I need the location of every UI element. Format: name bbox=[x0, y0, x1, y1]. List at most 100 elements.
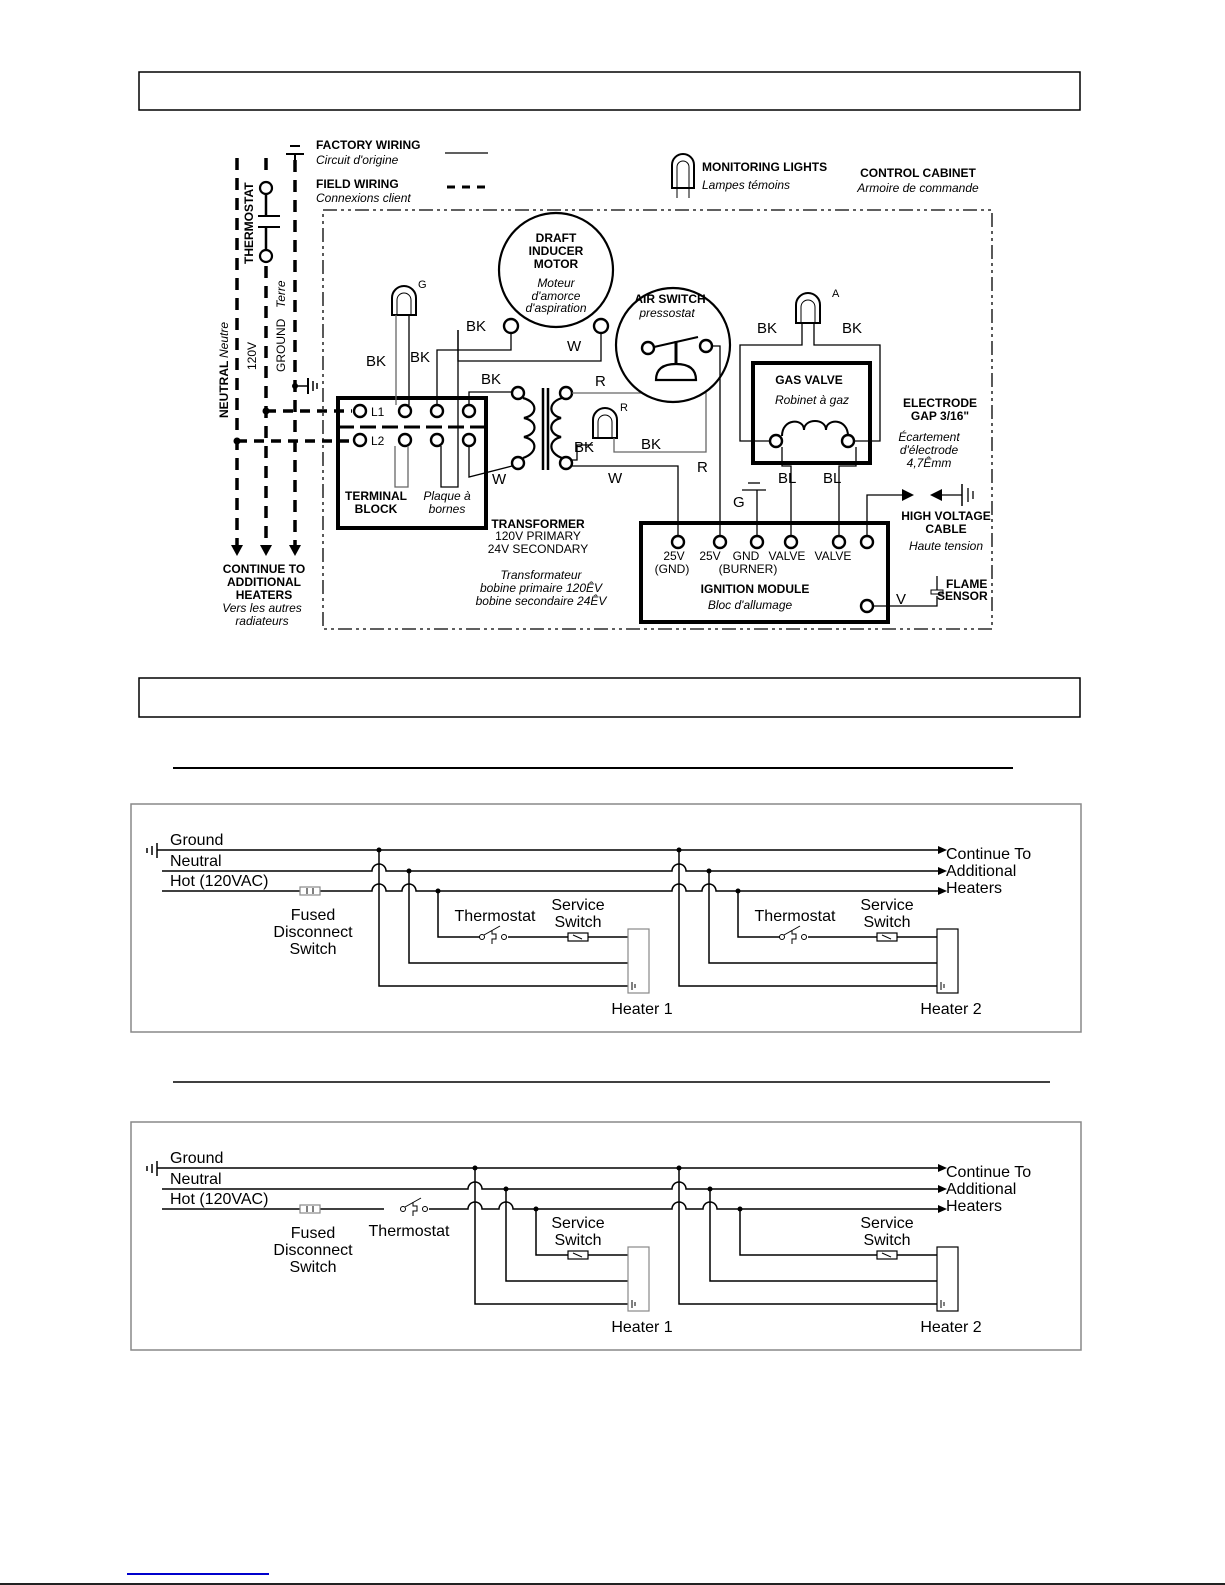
wire-label-bk: BK bbox=[366, 353, 386, 370]
heater-label: Heater 1 bbox=[611, 1319, 672, 1336]
terminal-block-label-fr-2: bornes bbox=[429, 502, 466, 516]
wire-label-r: R bbox=[595, 373, 606, 390]
neutral-branch bbox=[708, 871, 937, 964]
motor-label-fr-2: d'amorce bbox=[532, 289, 581, 303]
ground-branch bbox=[378, 850, 628, 987]
footer-link[interactable] bbox=[127, 1573, 269, 1575]
ignition-terminal-valve bbox=[783, 534, 799, 550]
terminal bbox=[397, 432, 413, 448]
flame-sensor-icon bbox=[930, 576, 944, 595]
hv-cable-label-1: HIGH VOLTAGE bbox=[901, 509, 991, 523]
transformer-terminal bbox=[558, 455, 574, 471]
motor-label-fr-3: d'aspiration bbox=[526, 301, 587, 315]
thermostat-label: Thermostat bbox=[755, 908, 836, 925]
ground-branch bbox=[474, 1168, 628, 1305]
bus-line bbox=[162, 863, 938, 872]
continue-label-fr-2: radiateurs bbox=[235, 614, 288, 628]
service-switch-icon bbox=[572, 934, 583, 940]
arrow-icon bbox=[938, 867, 947, 875]
terminal bbox=[461, 432, 477, 448]
ground-symbol-icon bbox=[286, 145, 304, 160]
service-switch-label: Service bbox=[551, 1215, 604, 1232]
motor-label-2: INDUCER bbox=[529, 244, 584, 258]
flame-sensor-label-1: FLAME bbox=[946, 577, 987, 591]
ground-branch bbox=[678, 850, 937, 987]
wire bbox=[712, 345, 721, 536]
transformer-label-2: 120V PRIMARY bbox=[495, 529, 581, 543]
gas-valve-label: GAS VALVE bbox=[775, 373, 843, 387]
light-r-label: R bbox=[620, 402, 628, 414]
arrow-icon bbox=[938, 846, 947, 854]
continue-label: Continue To bbox=[946, 1164, 1031, 1181]
continue-label-3: HEATERS bbox=[236, 588, 292, 602]
header-box-2 bbox=[138, 677, 1081, 718]
fuse-icon bbox=[299, 1204, 321, 1214]
solenoid-coil-icon bbox=[781, 420, 849, 437]
bus-line bbox=[162, 883, 938, 892]
electrode-gap-label: GAP 3/16" bbox=[911, 409, 969, 423]
control-cabinet-label: CONTROL CABINET bbox=[860, 166, 976, 180]
continue-label: Heaters bbox=[946, 880, 1002, 897]
wire bbox=[613, 350, 707, 453]
continue-label: Continue To bbox=[946, 846, 1031, 863]
air-switch-label-fr: pressostat bbox=[638, 306, 695, 320]
fused-label: Switch bbox=[289, 941, 336, 958]
l1-label: L1 bbox=[371, 405, 385, 419]
service-switch-icon bbox=[572, 1252, 583, 1258]
diaphragm-icon bbox=[654, 362, 698, 382]
thermostat-icon bbox=[491, 930, 497, 944]
service-switch-label: Service bbox=[860, 1215, 913, 1232]
thermostat-contact-icon bbox=[400, 1206, 406, 1212]
terminal-block-label-1: TERMINAL bbox=[345, 489, 407, 503]
terminal-sublabel: (GND) bbox=[655, 562, 690, 576]
motor-label-fr-1: Moteur bbox=[537, 276, 575, 290]
secondary-coil-icon bbox=[550, 396, 563, 460]
heater-box bbox=[627, 1246, 650, 1312]
fused-label: Fused bbox=[291, 907, 335, 924]
arrow-icon bbox=[938, 1185, 947, 1193]
ignition-module-label: IGNITION MODULE bbox=[701, 582, 810, 596]
air-switch bbox=[614, 286, 732, 404]
footer-bar bbox=[0, 1583, 1225, 1585]
fused-label: Disconnect bbox=[273, 1242, 353, 1259]
wire-label-bk: BK bbox=[757, 320, 777, 337]
valve-terminal bbox=[840, 433, 856, 449]
fuse-icon bbox=[299, 886, 321, 896]
wire-label-w: W bbox=[608, 470, 623, 487]
ground-label: Ground bbox=[170, 832, 223, 849]
burner-ground-icon bbox=[742, 482, 766, 536]
service-switch-icon bbox=[881, 1252, 892, 1258]
wire bbox=[457, 330, 602, 362]
transformer-label-fr-2: bobine primaire 120ÊV bbox=[480, 580, 603, 595]
transformer-label-fr-3: bobine secondaire 24ÊV bbox=[476, 593, 608, 608]
electrode-arrow-icon bbox=[930, 489, 942, 501]
thermostat-label: THERMOSTAT bbox=[242, 182, 256, 264]
hot-label: Hot (120VAC) bbox=[170, 1191, 268, 1208]
chassis-ground-icon bbox=[292, 378, 318, 394]
terminal-label: VALVE bbox=[769, 549, 806, 563]
terminal-label: 25V bbox=[699, 549, 720, 563]
wire-label-v: V bbox=[896, 591, 906, 608]
bus-line bbox=[162, 1201, 938, 1210]
wire bbox=[468, 446, 513, 478]
neutral-label: Neutral bbox=[170, 1171, 222, 1188]
electrode-ground-icon bbox=[961, 484, 974, 506]
continue-label-fr-1: Vers les autres bbox=[222, 601, 302, 615]
ignition-terminal-25v-burner bbox=[712, 534, 728, 550]
wire-label-w: W bbox=[567, 338, 582, 355]
wire-label-r: R bbox=[697, 459, 708, 476]
ground-label: GROUND bbox=[274, 318, 288, 372]
service-switch-label: Service bbox=[551, 897, 604, 914]
gas-valve bbox=[751, 361, 872, 465]
hot-branch bbox=[535, 1209, 628, 1256]
ignition-module-label-fr: Bloc d'allumage bbox=[708, 598, 793, 612]
thermostat-contact-icon bbox=[479, 934, 485, 940]
ignition-terminal-25v-gnd bbox=[670, 534, 686, 550]
wire-label-bk: BK bbox=[466, 318, 486, 335]
transformer-terminal bbox=[510, 455, 526, 471]
wire-label-bk: BK bbox=[641, 436, 661, 453]
continue-label: Heaters bbox=[946, 1198, 1002, 1215]
ignition-terminal-flame-sensor bbox=[859, 598, 875, 614]
